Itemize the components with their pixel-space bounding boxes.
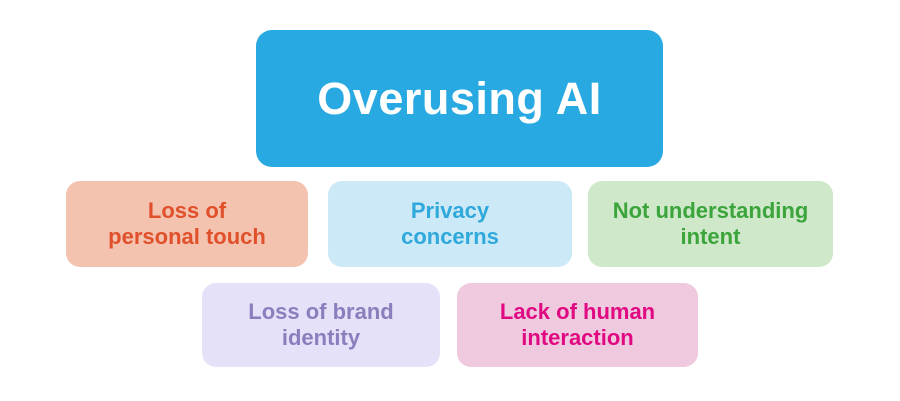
node-label-line: Privacy bbox=[410, 198, 490, 223]
node-label: Privacy concerns bbox=[401, 198, 499, 250]
node-label-line: concerns bbox=[401, 224, 499, 249]
node-label: Loss of brand identity bbox=[248, 299, 393, 351]
node-label-line: intent bbox=[680, 224, 741, 249]
node-loss-of-brand-identity: Loss of brand identity bbox=[202, 283, 440, 367]
node-label-line: personal touch bbox=[108, 224, 266, 249]
node-label-line: interaction bbox=[521, 325, 634, 350]
node-label: Lack of human interaction bbox=[500, 299, 655, 351]
node-lack-of-human-interaction: Lack of human interaction bbox=[457, 283, 698, 367]
node-privacy-concerns: Privacy concerns bbox=[328, 181, 572, 267]
node-label-line: Not understanding bbox=[612, 198, 809, 223]
node-label-line: Lack of human bbox=[499, 299, 656, 324]
node-not-understanding-intent: Not understanding intent bbox=[588, 181, 833, 267]
node-label-line: Loss of brand bbox=[248, 299, 394, 324]
node-label: Not understanding intent bbox=[613, 198, 809, 250]
node-label: Loss of personal touch bbox=[108, 198, 266, 250]
node-overusing-ai: Overusing AI bbox=[256, 30, 663, 167]
node-label-line: identity bbox=[281, 325, 361, 350]
diagram-title: Overusing AI bbox=[317, 72, 602, 124]
node-loss-of-personal-touch: Loss of personal touch bbox=[66, 181, 308, 267]
node-label-line: Loss of bbox=[147, 198, 227, 223]
